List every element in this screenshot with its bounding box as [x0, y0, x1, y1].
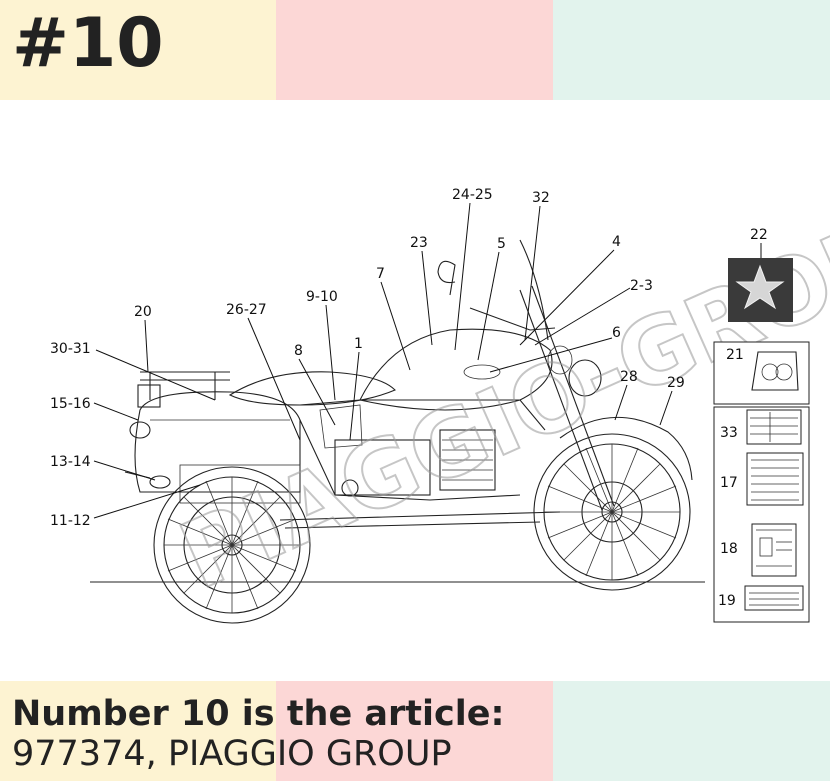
- callout-1: 1: [354, 336, 363, 352]
- callout-11-12: 11-12: [50, 513, 91, 529]
- inset-emblem-22: 22: [728, 227, 793, 322]
- number-badge: #10: [12, 4, 164, 83]
- inset-label-19: 19: [718, 593, 736, 609]
- inset-label-21: 21: [726, 347, 744, 363]
- mirror: [437, 260, 456, 296]
- luggage-rack: [137, 371, 230, 408]
- callout-26-27: 26-27: [226, 302, 267, 318]
- inset-labels-panel: 33 17 18 19: [713, 406, 810, 623]
- inset-label-17: 17: [720, 475, 738, 491]
- frame: [299, 399, 546, 431]
- callout-32: 32: [532, 190, 550, 206]
- handlebar: [469, 307, 556, 331]
- callout-28: 28: [620, 369, 638, 385]
- callout-group: 1 2-3 4 5 6 7 8 9-10 11-12 13-14 15-16 2…: [50, 187, 685, 529]
- callout-13-14: 13-14: [50, 454, 91, 470]
- callout-9-10: 9-10: [306, 289, 338, 305]
- callout-20: 20: [134, 304, 152, 320]
- engine: [334, 429, 496, 497]
- headlight: [547, 345, 602, 397]
- callout-2-3: 2-3: [630, 278, 653, 294]
- exploded-parts-diagram: PIAGGIO-GROUP 1 2-3 4 5 6 7 8 9-10 11-12…: [50, 169, 830, 624]
- callout-7: 7: [376, 266, 385, 282]
- caption-band: [0, 681, 830, 781]
- rear-wheel: [153, 466, 311, 624]
- callout-24-25: 24-25: [452, 187, 493, 203]
- front-fender: [559, 416, 693, 481]
- callout-4: 4: [612, 234, 621, 250]
- header-band: [0, 0, 830, 100]
- callout-5: 5: [497, 236, 506, 252]
- inset-label-22: 22: [750, 227, 768, 243]
- callout-29: 29: [667, 375, 685, 391]
- callout-8: 8: [294, 343, 303, 359]
- star-emblem-icon: [735, 264, 785, 310]
- exhaust: [279, 511, 561, 529]
- caption-title: Number 10 is the article:: [12, 694, 505, 734]
- seat: [228, 371, 396, 406]
- fuel-tank: [359, 328, 553, 411]
- windshield: [519, 239, 549, 341]
- inset-label-33: 33: [720, 425, 738, 441]
- inset-label-18: 18: [720, 541, 738, 557]
- side-panel: [319, 404, 363, 449]
- callout-6: 6: [612, 325, 621, 341]
- callout-23: 23: [410, 235, 428, 251]
- caption-article: 977374, PIAGGIO GROUP: [12, 734, 452, 774]
- callout-15-16: 15-16: [50, 396, 91, 412]
- inset-box-21: 21: [713, 341, 810, 405]
- callout-30-31: 30-31: [50, 341, 91, 357]
